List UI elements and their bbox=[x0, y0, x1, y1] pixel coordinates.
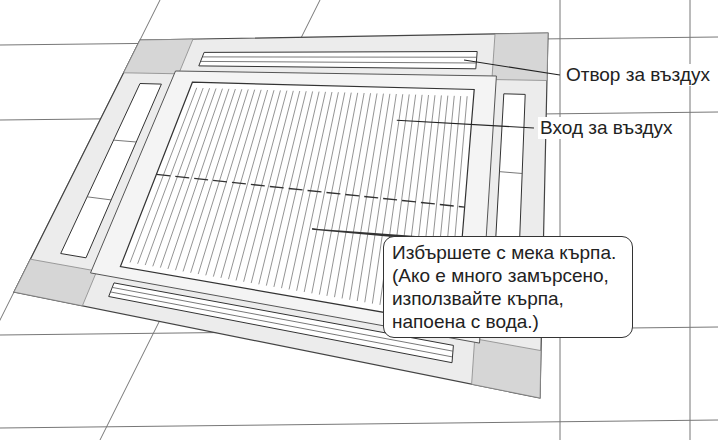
outlet-vane bbox=[87, 197, 111, 200]
outlet-vane bbox=[201, 61, 477, 63]
grille-slat bbox=[138, 88, 204, 264]
air-outlet bbox=[199, 52, 477, 69]
outlet-vane bbox=[202, 56, 476, 57]
outlet-vane bbox=[499, 172, 522, 174]
grille-slat bbox=[342, 93, 377, 298]
outlet-vane bbox=[114, 140, 137, 142]
corner-cover bbox=[492, 33, 548, 81]
leader-line bbox=[397, 120, 534, 128]
corner-cover bbox=[14, 259, 97, 306]
part-label: Вход за въздух bbox=[538, 117, 675, 139]
corner-cover bbox=[472, 339, 541, 398]
grille-slat bbox=[221, 90, 274, 278]
panel bbox=[14, 33, 548, 398]
callout-text: Избършете с мека кърпа. (Ако е много зам… bbox=[392, 241, 624, 333]
grille-seam bbox=[156, 174, 464, 207]
leader-line bbox=[464, 60, 560, 75]
callout-box: Избършете с мека кърпа. (Ако е много зам… bbox=[383, 236, 633, 338]
grille-slat bbox=[244, 91, 294, 282]
corner-cover bbox=[124, 39, 193, 74]
grille-slat bbox=[183, 89, 242, 271]
part-label: Отвор за въздух bbox=[564, 64, 712, 86]
